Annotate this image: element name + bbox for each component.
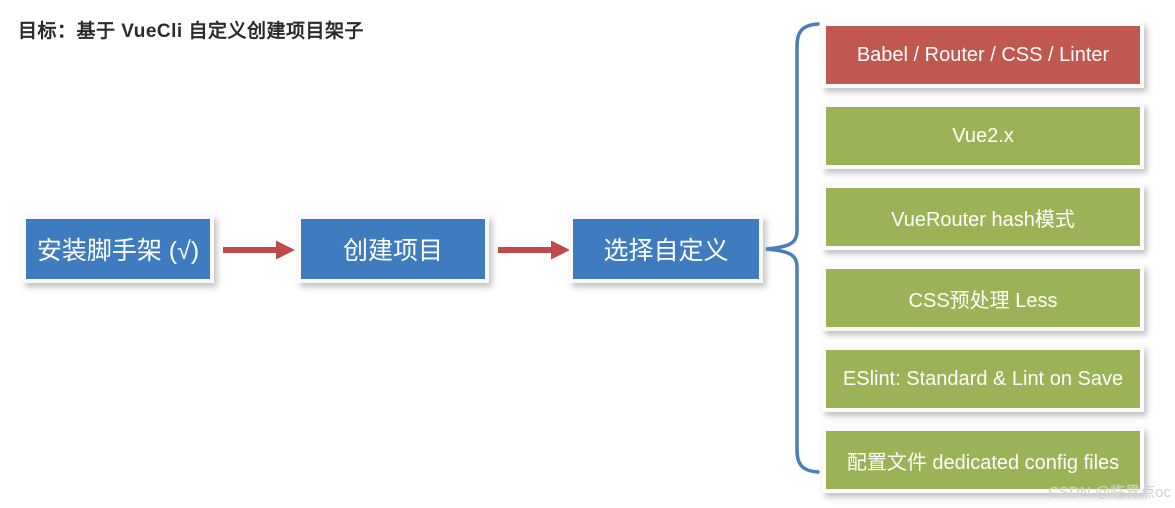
option-label: Babel / Router / CSS / Linter: [856, 43, 1110, 66]
brace-connector-icon: [765, 22, 820, 474]
option-eslint-standard: ESlint: Standard & Lint on Save: [822, 346, 1144, 412]
option-vue2: Vue2.x: [822, 103, 1144, 169]
page-title: 目标：基于 VueCli 自定义创建项目架子: [18, 21, 364, 42]
flow-step-install-cli: 安装脚手架 (√): [22, 215, 214, 283]
option-css-less: CSS预处理 Less: [822, 265, 1144, 331]
option-babel-router-css-linter: Babel / Router / CSS / Linter: [822, 22, 1144, 88]
option-dedicated-config-files: 配置文件 dedicated config files: [822, 427, 1144, 493]
flow-step-label: 选择自定义: [603, 237, 729, 265]
flow-step-select-custom: 选择自定义: [569, 215, 763, 283]
arrow-right-icon: [498, 240, 570, 260]
option-label: CSS预处理 Less: [908, 289, 1058, 312]
option-label: ESlint: Standard & Lint on Save: [842, 367, 1124, 390]
option-label: 配置文件 dedicated config files: [846, 451, 1120, 474]
arrow-right-icon: [223, 240, 295, 260]
option-vuerouter-hash: VueRouter hash模式: [822, 184, 1144, 250]
flow-step-label: 创建项目: [342, 237, 443, 265]
option-label: VueRouter hash模式: [891, 208, 1075, 231]
option-label: Vue2.x: [952, 124, 1014, 147]
flow-step-create-project: 创建项目: [297, 215, 489, 283]
watermark: CSDN @临界点oc: [1048, 484, 1171, 501]
flow-step-label: 安装脚手架 (√): [36, 237, 200, 265]
